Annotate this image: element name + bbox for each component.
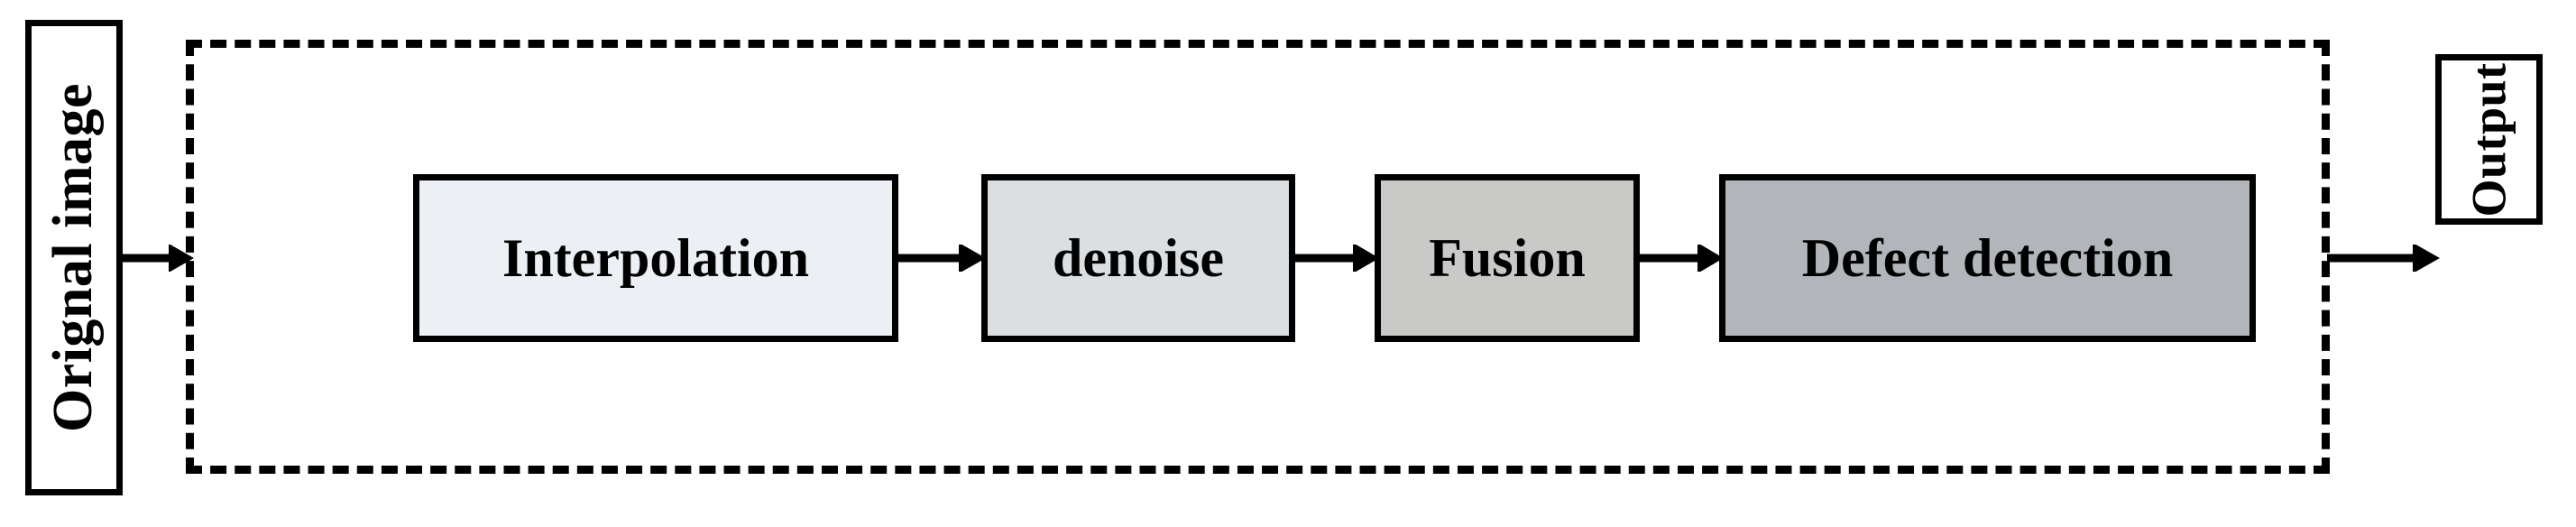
arrow-group-to-output [2327,245,2440,272]
stage-label-denoise: denoise [1052,228,1225,288]
pipeline-group-dashed-border [186,40,2330,474]
stage-label-fusion: Fusion [1429,228,1586,288]
arrow-denoise-to-fusion [1293,245,1379,272]
arrow-interpolation-to-denoise [896,245,986,272]
stage-box-interpolation[interactable]: Interpolation [413,174,898,342]
stage-box-defect-detection[interactable]: Defect detection [1719,174,2256,342]
stage-box-fusion[interactable]: Fusion [1375,174,1640,342]
output-box: Output [2435,54,2543,225]
original-image-label: Orignal image [42,82,105,433]
original-image-box: Orignal image [25,20,123,495]
stage-label-interpolation: Interpolation [501,228,810,288]
stage-box-denoise[interactable]: denoise [981,174,1295,342]
output-label: Output [2461,61,2516,217]
arrow-input-to-group [122,245,194,272]
arrow-fusion-to-defect-detection [1637,245,1724,272]
stage-label-defect-detection: Defect detection [1801,228,2174,288]
